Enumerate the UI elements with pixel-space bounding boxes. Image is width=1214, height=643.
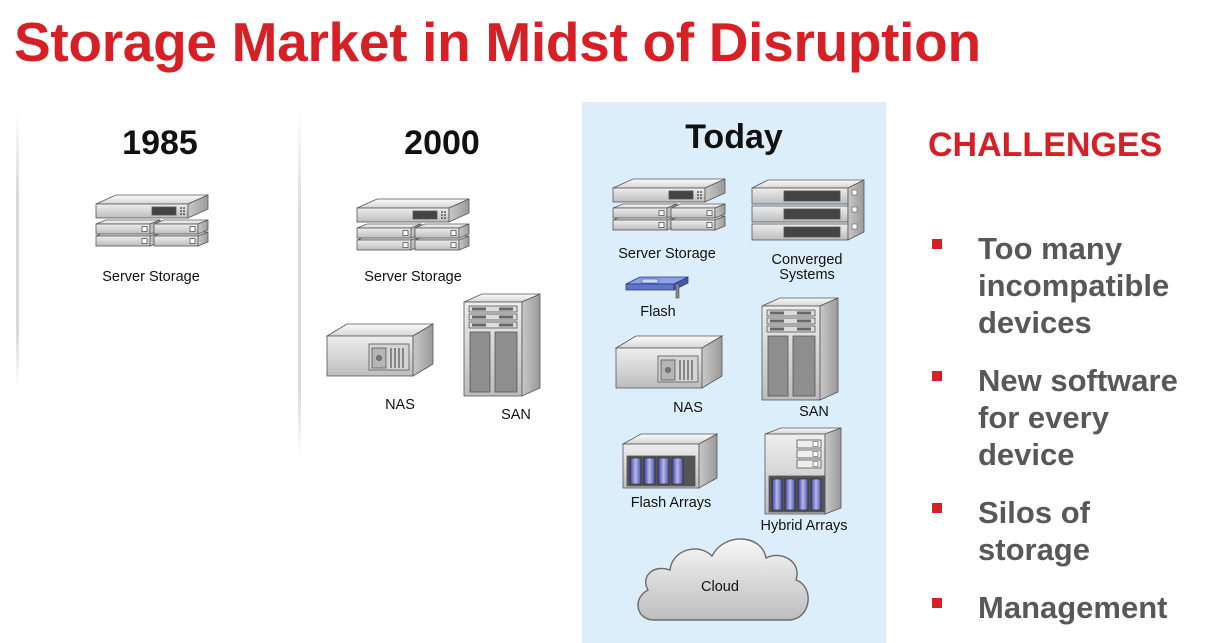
flash-card-icon xyxy=(624,276,690,302)
divider-2000 xyxy=(298,112,301,457)
label-flash-today: Flash xyxy=(640,304,676,320)
label-cloud-today: Cloud xyxy=(701,579,739,595)
divider-1985 xyxy=(16,112,19,387)
label-server-storage-1985: Server Storage xyxy=(102,269,200,285)
label-converged-line2: Systems xyxy=(779,267,835,283)
san-icon xyxy=(760,296,840,402)
era-year-2000: 2000 xyxy=(404,124,480,162)
label-server-storage-today: Server Storage xyxy=(618,246,716,262)
converged-systems-icon xyxy=(750,178,866,244)
label-san-today: SAN xyxy=(799,404,829,420)
era-year-1985: 1985 xyxy=(122,124,198,162)
challenge-item: New software for every device xyxy=(978,363,1178,472)
hybrid-array-icon xyxy=(763,426,843,516)
challenge-item: Silos of storage xyxy=(978,495,1090,567)
label-san-2000: SAN xyxy=(501,407,531,423)
nas-icon xyxy=(325,322,435,378)
label-flash-arrays-today: Flash Arrays xyxy=(630,495,712,511)
bullet-marker xyxy=(932,503,942,513)
label-nas-today: NAS xyxy=(673,400,703,416)
san-icon xyxy=(462,292,542,398)
label-server-storage-2000: Server Storage xyxy=(364,269,462,285)
challenge-item: Management xyxy=(978,590,1168,625)
nas-icon xyxy=(614,332,724,392)
label-hybrid-arrays-today: Hybrid Arrays xyxy=(760,518,848,534)
label-converged-line1: Converged xyxy=(771,252,843,268)
bullet-marker xyxy=(932,371,942,381)
server-storage-icon xyxy=(94,192,210,250)
server-storage-icon xyxy=(611,170,727,240)
label-nas-2000: NAS xyxy=(385,397,415,413)
flash-array-icon xyxy=(621,432,719,490)
bullet-marker xyxy=(932,239,942,249)
server-storage-icon xyxy=(355,196,471,254)
bullet-marker xyxy=(932,598,942,608)
challenge-item: Too many incompatible devices xyxy=(978,231,1170,340)
era-year-today: Today xyxy=(685,118,783,156)
page-title: Storage Market in Midst of Disruption xyxy=(14,11,981,73)
challenges-heading: CHALLENGES xyxy=(928,126,1163,164)
cloud-icon xyxy=(632,528,812,628)
